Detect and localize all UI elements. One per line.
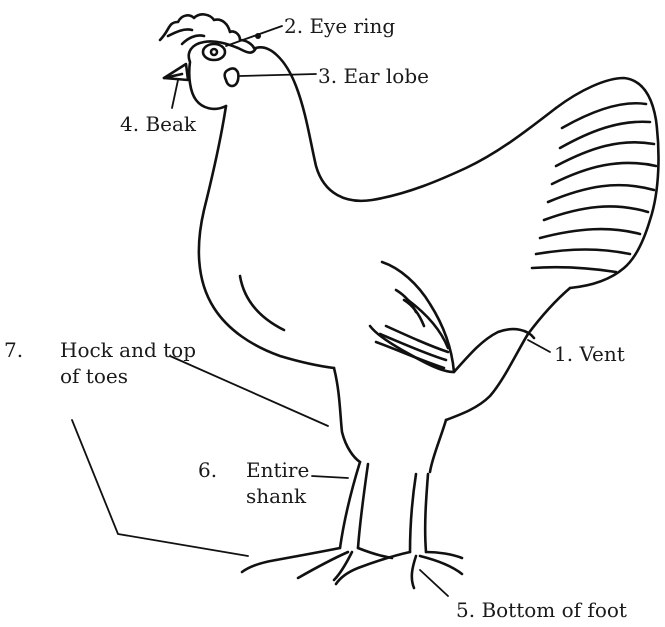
right-thigh	[430, 420, 446, 472]
tail-feather-1	[562, 103, 646, 128]
beak-leader	[172, 80, 178, 108]
wing-back	[454, 329, 534, 372]
hock-leader-2	[72, 420, 248, 556]
label-eye-ring: 2. Eye ring	[284, 14, 395, 38]
right-shank	[410, 474, 428, 552]
label-hock-line2: of toes	[60, 364, 128, 388]
tail-outline	[556, 78, 658, 288]
label-foot-bottom: 5. Bottom of foot	[456, 598, 627, 622]
eye-ring-leader	[226, 26, 282, 46]
ear-lobe-leader	[240, 74, 316, 76]
left-shank	[340, 462, 368, 548]
breast-line	[199, 106, 334, 368]
label-ear-lobe: 3. Ear lobe	[318, 64, 429, 88]
right-foot	[336, 552, 462, 588]
comb	[160, 14, 254, 48]
eye-ring	[203, 44, 225, 60]
rear-line	[446, 288, 570, 420]
tail-feather-4	[552, 163, 656, 184]
label-beak: 4. Beak	[120, 112, 196, 136]
label-hock-number: 7.	[4, 338, 23, 362]
tail-feather-2	[560, 122, 650, 148]
hock-leader-1	[170, 356, 328, 426]
tail-feather-8	[536, 250, 630, 255]
left-thigh	[334, 368, 360, 462]
tail-feather-7	[540, 229, 640, 238]
ear-lobe	[225, 68, 239, 86]
tail-feather-9	[532, 267, 616, 272]
foot-leader	[420, 570, 448, 596]
tail-feather-5	[548, 185, 654, 202]
label-hock-line1: Hock and top	[60, 338, 196, 362]
tail-feather-6	[544, 206, 648, 220]
label-shank-line1: Entire	[246, 458, 309, 482]
thigh-line	[240, 276, 284, 330]
shank-leader	[312, 476, 348, 478]
eye	[211, 49, 217, 55]
label-vent: 1. Vent	[554, 342, 625, 366]
label-shank-number: 6.	[198, 458, 217, 482]
vent-leader	[528, 340, 550, 352]
comb-inner	[168, 29, 204, 44]
label-shank-line2: shank	[246, 484, 306, 508]
